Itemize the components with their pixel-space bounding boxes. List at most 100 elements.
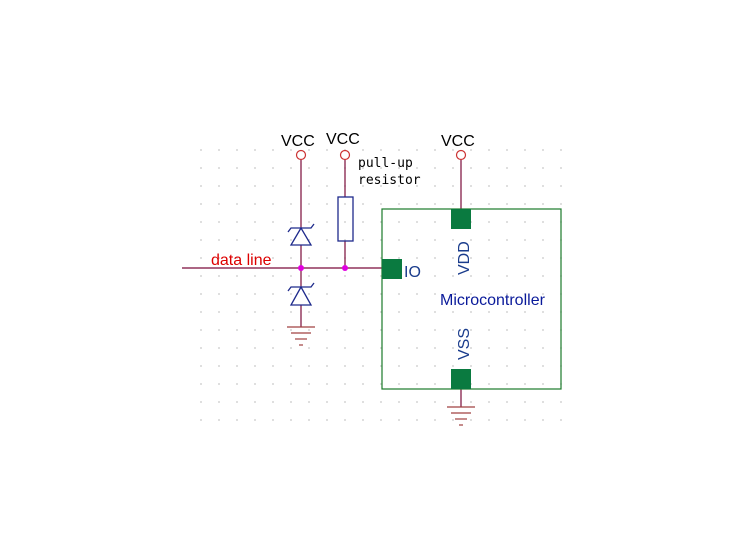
grid-dot (236, 185, 238, 187)
grid-dot (488, 167, 490, 169)
data-line-label: data line (211, 252, 272, 269)
grid-dot (362, 383, 364, 385)
grid-dot (236, 311, 238, 313)
grid-dot (398, 401, 400, 403)
grid-dot (488, 185, 490, 187)
vss-pin-label: VSS (456, 328, 473, 360)
grid-dot (344, 347, 346, 349)
grid-dot (254, 239, 256, 241)
grid-dot (218, 275, 220, 277)
grid-dot (218, 185, 220, 187)
grid-dot (488, 257, 490, 259)
grid-dot (326, 401, 328, 403)
grid-dot (470, 347, 472, 349)
grid-dot (398, 149, 400, 151)
grid-dot (290, 167, 292, 169)
grid-dot (380, 401, 382, 403)
grid-dot (416, 347, 418, 349)
grid-dot (200, 347, 202, 349)
grid-dot (290, 257, 292, 259)
grid-dot (470, 311, 472, 313)
grid-dot (560, 185, 562, 187)
grid-dot (560, 419, 562, 421)
grid-dot (506, 329, 508, 331)
grid-dot (452, 401, 454, 403)
grid-dot (470, 257, 472, 259)
grid-dot (236, 365, 238, 367)
grid-dot (254, 167, 256, 169)
grid-dot (308, 347, 310, 349)
grid-dot (326, 293, 328, 295)
grid-dot (344, 401, 346, 403)
grid-dot (272, 383, 274, 385)
grid-dot (434, 185, 436, 187)
grid-dot (416, 311, 418, 313)
grid-dot (272, 347, 274, 349)
grid-dot (362, 257, 364, 259)
grid-dot (218, 293, 220, 295)
grid-dot (542, 149, 544, 151)
grid-dot (236, 329, 238, 331)
grid-dot (542, 311, 544, 313)
grid-dot (416, 419, 418, 421)
grid-dot (452, 239, 454, 241)
grid-dot (434, 167, 436, 169)
grid-dot (524, 311, 526, 313)
ground-symbol-mcu (447, 406, 475, 426)
grid-dot (542, 185, 544, 187)
grid-dot (434, 311, 436, 313)
grid-dot (344, 203, 346, 205)
grid-dot (290, 239, 292, 241)
grid-dot (470, 239, 472, 241)
grid-dot (434, 347, 436, 349)
grid-dot (236, 167, 238, 169)
grid-dot (524, 257, 526, 259)
grid-dot (254, 275, 256, 277)
grid-dot (398, 311, 400, 313)
grid-dot (506, 347, 508, 349)
grid-dot (290, 275, 292, 277)
grid-dot (506, 419, 508, 421)
grid-dot (326, 347, 328, 349)
grid-dot (308, 365, 310, 367)
grid-dot (290, 203, 292, 205)
grid-dot (290, 149, 292, 151)
vcc-label-zener: VCC (281, 133, 315, 150)
grid-dot (398, 365, 400, 367)
grid-dot (542, 401, 544, 403)
grid-dot (362, 293, 364, 295)
grid-dot (452, 275, 454, 277)
grid-dot (236, 419, 238, 421)
grid-dot (434, 329, 436, 331)
grid-dot (290, 401, 292, 403)
grid-dot (308, 167, 310, 169)
grid-dot (506, 257, 508, 259)
grid-dot (470, 293, 472, 295)
grid-dot (326, 365, 328, 367)
grid-dot (380, 419, 382, 421)
grid-dot (434, 275, 436, 277)
grid-dot (488, 329, 490, 331)
grid-dot (542, 347, 544, 349)
grid-dot (398, 239, 400, 241)
grid-dot (524, 167, 526, 169)
grid-dot (506, 239, 508, 241)
grid-dot (398, 185, 400, 187)
grid-dot (254, 419, 256, 421)
grid-dot (416, 257, 418, 259)
grid-dot (470, 401, 472, 403)
grid-dot (434, 383, 436, 385)
grid-dot (506, 365, 508, 367)
grid-dot (488, 149, 490, 151)
grid-dot (398, 383, 400, 385)
grid-dot (488, 293, 490, 295)
grid-dot (488, 275, 490, 277)
vcc-terminal-zener (295, 149, 307, 161)
grid-dot (398, 329, 400, 331)
ground-symbol-zener (287, 326, 315, 346)
grid-dot (434, 149, 436, 151)
grid-dot (362, 365, 364, 367)
grid-dot (272, 293, 274, 295)
grid-dot (380, 167, 382, 169)
grid-dot (308, 149, 310, 151)
